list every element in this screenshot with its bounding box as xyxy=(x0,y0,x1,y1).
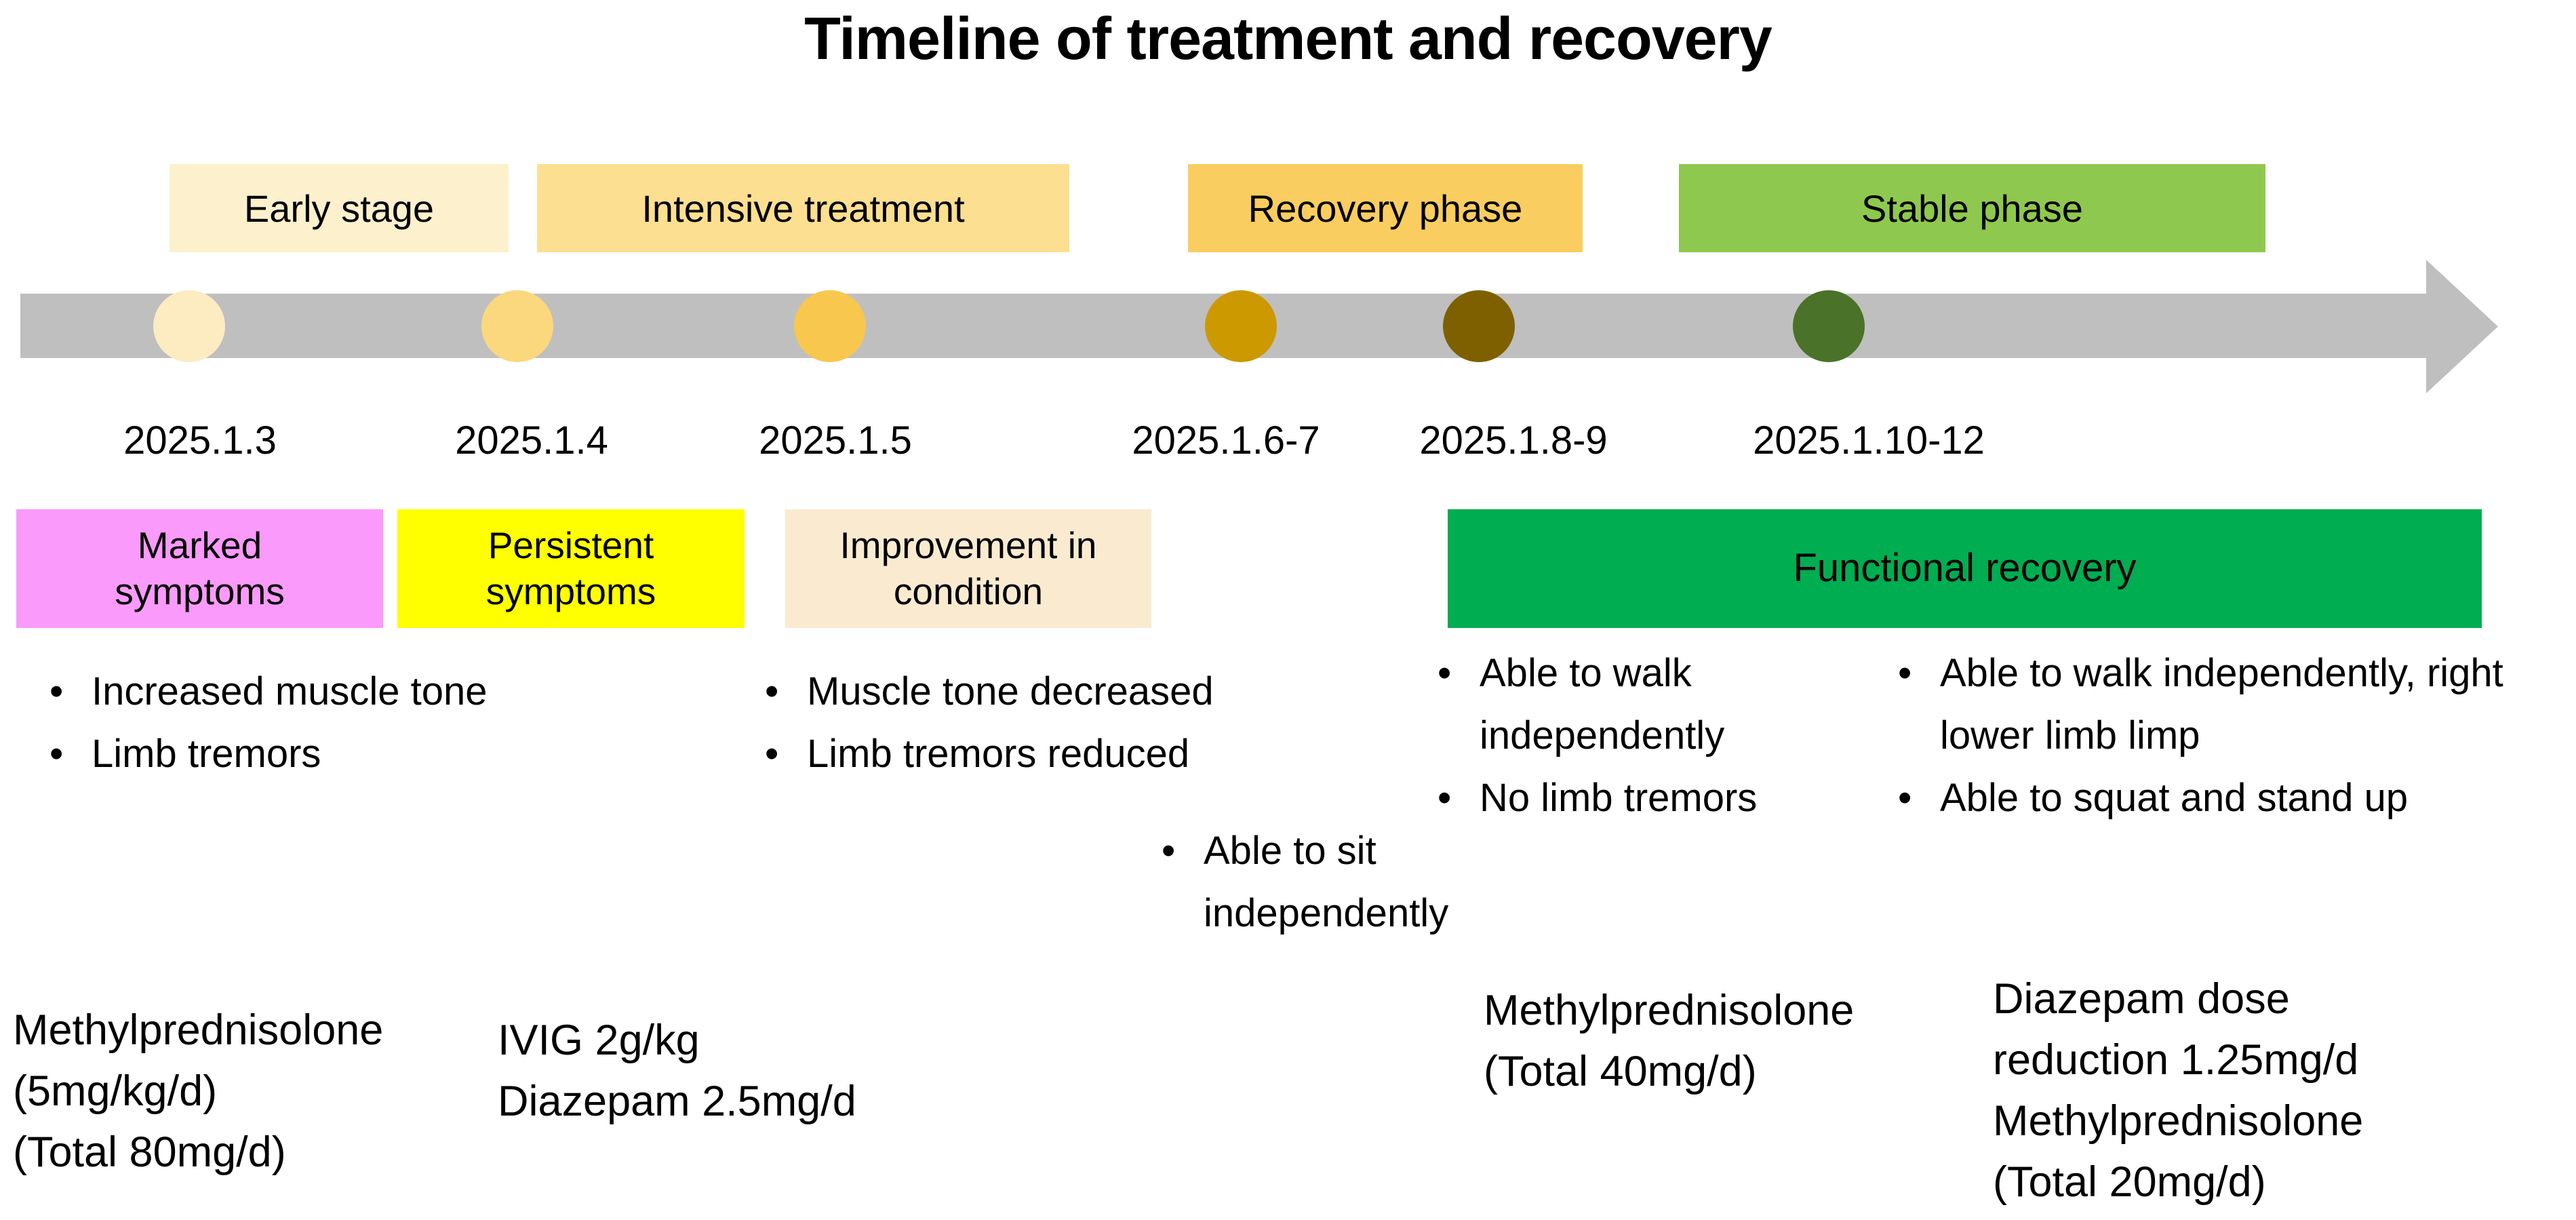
bullet-list-marked-symptoms: • Increased muscle tone • Limb tremors xyxy=(49,661,633,785)
status-box-label: Improvement in condition xyxy=(839,524,1097,612)
bullet-icon: • xyxy=(1438,651,1452,695)
treatment-line: reduction 1.25mg/d xyxy=(1993,1036,2359,1084)
phase-box-early-stage: Early stage xyxy=(170,164,509,252)
status-box-functional-recovery: Functional recovery xyxy=(1448,509,2482,628)
status-box-improvement-in-condition: Improvement in condition xyxy=(785,509,1151,628)
timeline-dot xyxy=(794,290,866,362)
status-box-label: Functional recovery xyxy=(1793,546,2137,591)
list-item-text: No limb tremors xyxy=(1480,776,1758,820)
timeline-date: 2025.1.6-7 xyxy=(1132,418,1320,463)
phase-box-stable-phase: Stable phase xyxy=(1679,164,2265,252)
list-item: • Able to walk independently, right lowe… xyxy=(1898,642,2512,767)
phase-label: Recovery phase xyxy=(1248,186,1523,230)
treatment-line: (5mg/kg/d) xyxy=(13,1067,218,1115)
phase-label: Early stage xyxy=(243,186,435,230)
list-item-text: Limb tremors xyxy=(92,732,321,776)
bullet-icon: • xyxy=(765,732,779,776)
timeline-dot xyxy=(153,290,225,362)
treatment-line: Diazepam 2.5mg/d xyxy=(498,1078,856,1125)
page-title: Timeline of treatment and recovery xyxy=(804,5,1772,72)
list-item: • Able to walk independently xyxy=(1438,642,1807,767)
treatment-line: Methylprednisolone xyxy=(1993,1097,2364,1145)
bullet-icon: • xyxy=(1162,829,1176,873)
list-item-text: Able to walk independently xyxy=(1480,651,1725,757)
list-item: • Increased muscle tone xyxy=(49,661,633,723)
bullet-list-recovery-right: • Able to walk independently, right lowe… xyxy=(1898,642,2512,829)
list-item-text: Able to sit independently xyxy=(1204,829,1449,935)
timeline-dot xyxy=(1205,290,1277,362)
phase-box-recovery-phase: Recovery phase xyxy=(1188,164,1583,252)
timeline-date: 2025.1.3 xyxy=(123,418,277,463)
timeline-dot xyxy=(481,290,553,362)
bullet-icon: • xyxy=(49,669,64,713)
phase-box-intensive-treatment: Intensive treatment xyxy=(537,164,1069,252)
list-item-text: Able to walk independently, right lower … xyxy=(1940,651,2503,757)
list-item: • Muscle tone decreased xyxy=(765,661,1416,723)
treatment-note-intensive: IVIG 2g/kg Diazepam 2.5mg/d xyxy=(498,1010,856,1132)
bullet-list-improvement: • Muscle tone decreased • Limb tremors r… xyxy=(765,661,1416,785)
treatment-line: Methylprednisolone xyxy=(13,1006,384,1054)
bullet-icon: • xyxy=(1898,776,1912,820)
status-box-persistent-symptoms: Persistent symptoms xyxy=(397,509,745,628)
treatment-line: (Total 20mg/d) xyxy=(1993,1158,2266,1206)
timeline-date: 2025.1.5 xyxy=(759,418,912,463)
list-item-text: Limb tremors reduced xyxy=(807,732,1190,776)
list-item-text: Increased muscle tone xyxy=(92,669,488,713)
treatment-line: IVIG 2g/kg xyxy=(498,1017,700,1064)
treatment-line: (Total 80mg/d) xyxy=(13,1128,286,1176)
treatment-line: (Total 40mg/d) xyxy=(1484,1048,1757,1095)
timeline-date: 2025.1.10-12 xyxy=(1753,418,1985,463)
bullet-icon: • xyxy=(1438,776,1452,820)
list-item: • No limb tremors xyxy=(1438,767,1807,829)
list-item: • Limb tremors reduced xyxy=(765,723,1416,785)
treatment-line: Diazepam dose xyxy=(1993,975,2290,1023)
bullet-icon: • xyxy=(765,669,779,713)
bullet-icon: • xyxy=(49,732,64,776)
list-item: • Able to sit independently xyxy=(1162,820,1514,945)
timeline-dot xyxy=(1443,290,1515,362)
bullet-icon: • xyxy=(1898,651,1912,695)
timeline-date: 2025.1.4 xyxy=(455,418,608,463)
treatment-note-early: Methylprednisolone (5mg/kg/d) (Total 80m… xyxy=(13,1000,383,1183)
list-item: • Able to squat and stand up xyxy=(1898,767,2512,829)
timeline-dot xyxy=(1793,290,1865,362)
timeline-date: 2025.1.8-9 xyxy=(1419,418,1608,463)
phase-label: Intensive treatment xyxy=(641,186,965,230)
treatment-note-stable: Diazepam dose reduction 1.25mg/d Methylp… xyxy=(1993,968,2363,1213)
treatment-note-recovery: Methylprednisolone (Total 40mg/d) xyxy=(1484,980,1854,1102)
status-box-label: Marked symptoms xyxy=(115,524,285,612)
bullet-list-recovery-left: • Able to walk independently • No limb t… xyxy=(1438,642,1807,829)
status-box-label: Persistent symptoms xyxy=(486,524,656,612)
list-item: • Limb tremors xyxy=(49,723,633,785)
status-box-marked-symptoms: Marked symptoms xyxy=(16,509,383,628)
bullet-list-sit-independently: • Able to sit independently xyxy=(1162,820,1514,945)
phase-label: Stable phase xyxy=(1861,186,2083,230)
list-item-text: Muscle tone decreased xyxy=(807,669,1214,713)
list-item-text: Able to squat and stand up xyxy=(1940,776,2409,820)
timeline-arrowhead-icon xyxy=(2426,260,2498,393)
treatment-line: Methylprednisolone xyxy=(1484,987,1855,1034)
